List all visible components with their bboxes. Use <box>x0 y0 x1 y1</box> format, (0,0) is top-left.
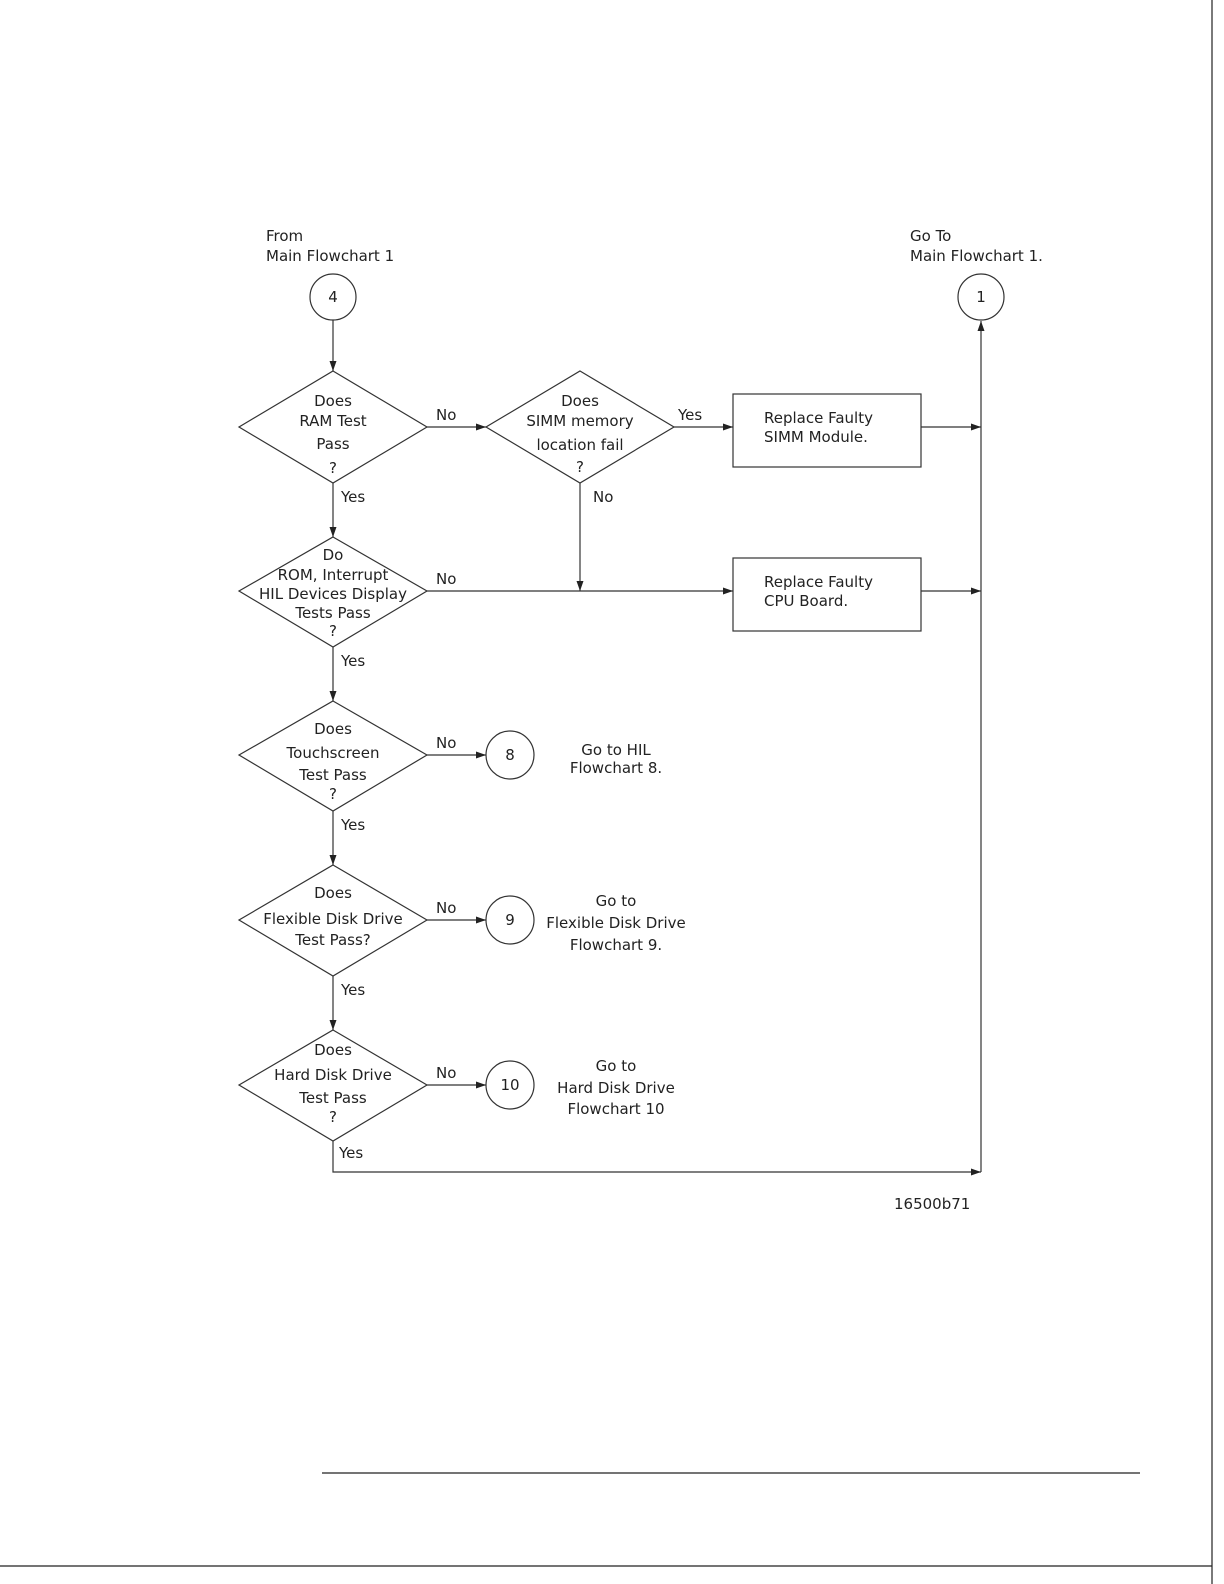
decision-hard-line-1: Does <box>314 1041 352 1059</box>
decision-ram-test <box>237 370 429 484</box>
edge-label-ram-no: No <box>436 406 456 424</box>
decision-rom-line-4: Tests Pass <box>294 604 371 622</box>
from-caption-line-2: Main Flowchart 1 <box>266 247 394 265</box>
action-simm-line-1: Replace Faulty <box>764 409 873 427</box>
action-simm-line-2: SIMM Module. <box>764 428 868 446</box>
decision-simm-line-2: SIMM memory <box>526 412 633 430</box>
action-replace-cpu <box>732 557 922 632</box>
edge-label-touch-yes: Yes <box>340 816 365 834</box>
action-cpu-line-1: Replace Faulty <box>764 573 873 591</box>
flow-hard-yes <box>332 1141 981 1176</box>
connector-8 <box>485 730 535 780</box>
connector-9 <box>485 895 535 945</box>
decision-simm-location <box>484 370 676 484</box>
decision-ram-line-1: Does <box>314 392 352 410</box>
decision-simm-line-4: ? <box>576 458 584 476</box>
edge-label-flex-no: No <box>436 899 456 917</box>
edge-label-hard-yes: Yes <box>338 1144 363 1162</box>
goto-flex-line-3: Flowchart 9. <box>570 936 662 954</box>
decision-ram-line-4: ? <box>329 459 337 477</box>
decision-flex-line-1: Does <box>314 884 352 902</box>
figure-id: 16500b71 <box>894 1195 970 1213</box>
goto-hil-line-2: Flowchart 8. <box>570 759 662 777</box>
connector-1 <box>957 273 1005 321</box>
edge-label-rom-yes: Yes <box>340 652 365 670</box>
connector-9-number: 9 <box>505 911 515 929</box>
connector-10 <box>485 1060 535 1110</box>
connector-1-number: 1 <box>976 288 986 306</box>
edge-label-flex-yes: Yes <box>340 981 365 999</box>
decision-ram-line-3: Pass <box>316 435 349 453</box>
decision-flex-line-3: Test Pass? <box>294 931 370 949</box>
decision-simm-line-1: Does <box>561 392 599 410</box>
connector-8-number: 8 <box>505 746 515 764</box>
decision-rom-line-2: ROM, Interrupt <box>278 566 389 584</box>
goto-hard-line-3: Flowchart 10 <box>567 1100 664 1118</box>
decision-touch-line-1: Does <box>314 720 352 738</box>
edge-label-touch-no: No <box>436 734 456 752</box>
goto-caption-line-1: Go To <box>910 227 951 245</box>
decision-rom-interrupt-tests <box>237 536 429 648</box>
decision-touch-line-2: Touchscreen <box>286 744 380 762</box>
edge-label-rom-no: No <box>436 570 456 588</box>
decision-hard-line-3: Test Pass <box>298 1089 367 1107</box>
decision-flexible-disk-test <box>237 864 429 977</box>
decision-hard-line-2: Hard Disk Drive <box>274 1066 392 1084</box>
goto-hard-line-2: Hard Disk Drive <box>557 1079 675 1097</box>
action-cpu-line-2: CPU Board. <box>764 592 848 610</box>
decision-ram-line-2: RAM Test <box>299 412 366 430</box>
decision-flex-line-2: Flexible Disk Drive <box>263 910 402 928</box>
edge-label-simm-no: No <box>593 488 613 506</box>
decision-hard-line-4: ? <box>329 1108 337 1126</box>
goto-flex-line-1: Go to <box>596 892 637 910</box>
edge-label-simm-yes: Yes <box>677 406 702 424</box>
decision-rom-line-3: HIL Devices Display <box>259 585 407 603</box>
decision-touch-line-4: ? <box>329 785 337 803</box>
connector-4-number: 4 <box>328 288 338 306</box>
decision-touchscreen-test <box>237 700 429 812</box>
from-caption-line-1: From <box>266 227 303 245</box>
goto-flex-line-2: Flexible Disk Drive <box>546 914 685 932</box>
goto-hil-line-1: Go to HIL <box>581 741 651 759</box>
decision-simm-line-3: location fail <box>536 436 623 454</box>
decision-hard-disk-test <box>237 1029 429 1142</box>
goto-hard-line-1: Go to <box>596 1057 637 1075</box>
action-replace-simm <box>732 393 922 468</box>
decision-rom-line-5: ? <box>329 622 337 640</box>
edge-label-hard-no: No <box>436 1064 456 1082</box>
goto-caption-line-2: Main Flowchart 1. <box>910 247 1043 265</box>
decision-rom-line-1: Do <box>323 546 344 564</box>
connector-10-number: 10 <box>500 1076 519 1094</box>
decision-touch-line-3: Test Pass <box>298 766 367 784</box>
edge-label-ram-yes: Yes <box>340 488 365 506</box>
